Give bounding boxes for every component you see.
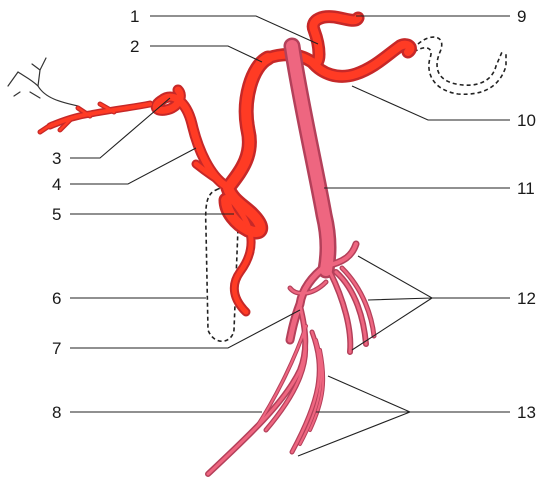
dashed-loop-right (418, 37, 502, 85)
label-12: 12 (517, 289, 536, 308)
label-9: 9 (517, 7, 526, 26)
leader-4 (70, 148, 196, 184)
label-8: 8 (52, 403, 61, 422)
artery-tree (40, 17, 410, 312)
vein-tree (208, 46, 374, 474)
leader-2 (150, 46, 262, 62)
label-13: 13 (517, 403, 536, 422)
label-5: 5 (52, 205, 61, 224)
label-7: 7 (52, 339, 61, 358)
leader-10 (352, 86, 510, 120)
label-6: 6 (52, 289, 61, 308)
label-4: 4 (52, 175, 61, 194)
label-11: 11 (517, 179, 535, 198)
leader-7 (70, 310, 300, 348)
label-10: 10 (517, 111, 536, 130)
left-twig (8, 58, 78, 106)
label-2: 2 (130, 37, 139, 56)
dashed-loop-right-inner (414, 48, 506, 95)
label-3: 3 (52, 149, 61, 168)
label-1: 1 (130, 7, 139, 26)
leader-13 (298, 376, 510, 456)
